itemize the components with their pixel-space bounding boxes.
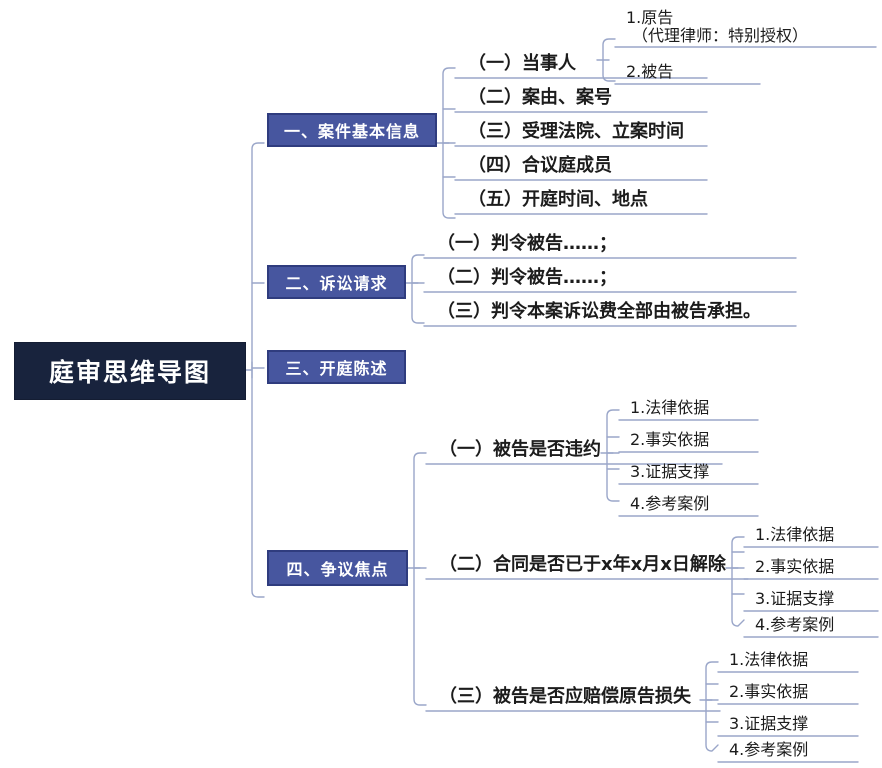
sub-node-label: （二）合同是否已于x年x月x日解除 (439, 554, 726, 575)
sub-node-label: （三）受理法院、立案时间 (468, 121, 684, 142)
sub-node-label: （一）被告是否违约 (439, 439, 601, 460)
sub-node-label: （二）案由、案号 (468, 87, 612, 108)
leaf-node-factual-basis-b[interactable]: 2.事实依据 (747, 551, 838, 579)
leaf-node-label: 4.参考案例 (630, 494, 710, 513)
sub-node-contract-termination[interactable]: （二）合同是否已于x年x月x日解除 (429, 547, 728, 579)
branch-node-litigation-claims[interactable]: 二、诉讼请求 (267, 265, 406, 299)
sub-node-label: （二）判令被告……； (437, 267, 617, 288)
leaf-node-label: 3.证据支撑 (729, 714, 809, 733)
branch-node-disputed-issues[interactable]: 四、争议焦点 (267, 550, 408, 586)
leaf-node-factual-basis-a[interactable]: 2.事实依据 (622, 424, 713, 452)
root-node[interactable]: 庭审思维导图 (14, 342, 246, 400)
sub-node-claim-2[interactable]: （二）判令被告……； (427, 260, 619, 292)
leaf-node-legal-basis-b[interactable]: 1.法律依据 (747, 519, 838, 547)
root-node-label: 庭审思维导图 (48, 358, 211, 387)
sub-node-label: （三）被告是否应赔偿原告损失 (439, 686, 691, 707)
leaf-node-label: 3.证据支撑 (755, 589, 835, 608)
leaf-node-legal-basis-c[interactable]: 1.法律依据 (721, 644, 812, 672)
leaf-node-label: 3.证据支撑 (630, 462, 710, 481)
leaf-node-label: 4.参考案例 (755, 615, 835, 634)
leaf-node-evidence-support-b[interactable]: 3.证据支撑 (747, 583, 838, 611)
leaf-node-label: 1.法律依据 (630, 398, 710, 417)
sub-node-collegial-panel-members[interactable]: （四）合议庭成员 (458, 148, 614, 180)
sub-node-label: （五）开庭时间、地点 (468, 189, 648, 210)
leaf-node-label: 1.法律依据 (729, 650, 809, 669)
sub-node-label: （四）合议庭成员 (468, 155, 612, 176)
sub-node-label: （一）判令被告……； (437, 233, 617, 254)
sub-node-parties[interactable]: （一）当事人 (458, 46, 578, 78)
leaf-node-label: 1.法律依据 (755, 525, 835, 544)
branch-label: 四、争议焦点 (286, 560, 389, 579)
leaf-node-label: 1.原告 (626, 8, 674, 28)
sub-node-court-and-filing-time[interactable]: （三）受理法院、立案时间 (458, 114, 686, 146)
branch-node-opening-statement[interactable]: 三、开庭陈述 (267, 350, 406, 384)
sub-node-label: （三）判令本案诉讼费全部由被告承担。 (437, 301, 761, 322)
branch-label: 二、诉讼请求 (285, 274, 388, 293)
sub-node-breach-of-contract[interactable]: （一）被告是否违约 (429, 432, 603, 464)
sub-node-cause-and-case-number[interactable]: （二）案由、案号 (458, 80, 614, 112)
branch-label: 一、案件基本信息 (283, 122, 420, 141)
sub-node-label: （一）当事人 (468, 53, 576, 74)
leaf-node-label: 2.事实依据 (729, 682, 809, 701)
sub-node-compensation-for-losses[interactable]: （三）被告是否应赔偿原告损失 (429, 679, 693, 711)
leaf-node-legal-basis-a[interactable]: 1.法律依据 (622, 392, 713, 420)
branch-node-case-basic-info[interactable]: 一、案件基本信息 (267, 113, 437, 147)
leaf-node-evidence-support-c[interactable]: 3.证据支撑 (721, 708, 812, 736)
leaf-node-reference-case-c[interactable]: 4.参考案例 (721, 734, 812, 762)
leaf-node-evidence-support-a[interactable]: 3.证据支撑 (622, 456, 713, 484)
leaf-node-label: 4.参考案例 (729, 740, 809, 759)
leaf-node-defendant[interactable]: 2.被告 (618, 55, 677, 84)
sub-node-claim-3[interactable]: （三）判令本案诉讼费全部由被告承担。 (427, 294, 763, 326)
sub-node-claim-1[interactable]: （一）判令被告……； (427, 226, 619, 258)
leaf-node-reference-case-b[interactable]: 4.参考案例 (747, 609, 838, 637)
sub-node-hearing-time-and-place[interactable]: （五）开庭时间、地点 (458, 182, 650, 214)
leaf-node-reference-case-a[interactable]: 4.参考案例 (622, 488, 713, 516)
leaf-node-factual-basis-c[interactable]: 2.事实依据 (721, 676, 812, 704)
leaf-node-label: 2.事实依据 (755, 557, 835, 576)
leaf-node-label: 2.事实依据 (630, 430, 710, 449)
leaf-node-label: 2.被告 (626, 62, 674, 81)
leaf-node-plaintiff[interactable]: 1.原告 （代理律师：特别授权） (618, 5, 812, 47)
branch-label: 三、开庭陈述 (285, 359, 388, 378)
leaf-node-label-line2: （代理律师：特别授权） (632, 26, 809, 46)
